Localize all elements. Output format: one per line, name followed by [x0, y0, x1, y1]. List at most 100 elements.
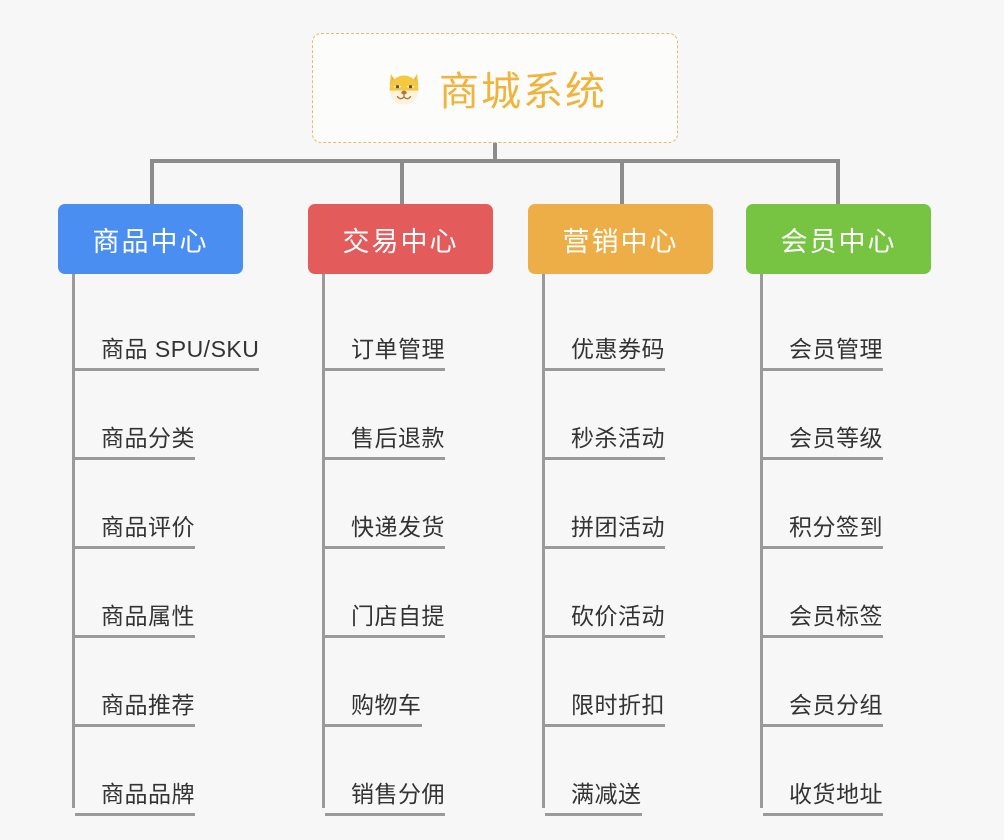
leaf-label: 积分签到: [789, 514, 883, 540]
leaf-label: 门店自提: [351, 603, 445, 629]
branch-column-product-center: 商品中心 商品 SPU/SKU 商品分类 商品评价: [58, 204, 298, 816]
category-label: 营销中心: [562, 226, 679, 257]
leaf-label: 售后退款: [351, 425, 445, 451]
leaf-item[interactable]: 砍价活动: [528, 549, 758, 638]
leaf-underline: [545, 368, 665, 371]
leaf-list-marketing-center: 优惠券码 秒杀活动 拼团活动 砍价活动: [528, 274, 758, 816]
leaf-label: 拼团活动: [571, 514, 665, 540]
leaf-label: 会员标签: [789, 603, 883, 629]
category-header-product-center[interactable]: 商品中心: [58, 204, 243, 274]
leaf-label: 商品品牌: [101, 781, 195, 807]
leaf-item[interactable]: 限时折扣: [528, 638, 758, 727]
leaf-underline: [325, 724, 422, 727]
leaf-underline: [763, 368, 883, 371]
leaf-label: 收货地址: [789, 781, 883, 807]
leaf-label: 会员分组: [789, 692, 883, 718]
leaf-item[interactable]: 会员管理: [746, 282, 976, 371]
category-label: 商品中心: [92, 226, 209, 257]
leaf-list-member-center: 会员管理 会员等级 积分签到 会员标签: [746, 274, 976, 816]
leaf-underline: [763, 813, 883, 816]
leaf-underline: [75, 457, 195, 460]
root-stem-connector: [493, 143, 497, 163]
leaf-item[interactable]: 门店自提: [308, 549, 538, 638]
leaf-item[interactable]: 购物车: [308, 638, 538, 727]
rail-line: [760, 274, 763, 808]
leaf-underline: [325, 368, 445, 371]
leaf-item[interactable]: 积分签到: [746, 460, 976, 549]
leaf-list-trade-center: 订单管理 售后退款 快递发货 门店自提: [308, 274, 538, 816]
category-label: 交易中心: [342, 226, 459, 257]
leaf-item[interactable]: 商品属性: [58, 549, 298, 638]
leaf-item[interactable]: 商品分类: [58, 371, 298, 460]
leaf-item[interactable]: 商品推荐: [58, 638, 298, 727]
shiba-inu-icon: [383, 67, 425, 109]
leaf-underline: [545, 813, 642, 816]
drop-connector-1: [150, 159, 154, 205]
category-header-member-center[interactable]: 会员中心: [746, 204, 931, 274]
branch-column-member-center: 会员中心 会员管理 会员等级 积分签到: [746, 204, 976, 816]
leaf-underline: [763, 724, 883, 727]
leaf-label: 优惠券码: [571, 336, 665, 362]
leaf-label: 商品属性: [101, 603, 195, 629]
rail-line: [72, 274, 75, 808]
branch-column-marketing-center: 营销中心 优惠券码 秒杀活动 拼团活动: [528, 204, 758, 816]
branch-column-trade-center: 交易中心 订单管理 售后退款 快递发货: [308, 204, 538, 816]
drop-connector-2: [400, 159, 404, 205]
leaf-label: 商品评价: [101, 514, 195, 540]
leaf-label: 会员等级: [789, 425, 883, 451]
leaf-label: 商品推荐: [101, 692, 195, 718]
leaf-label: 销售分佣: [351, 781, 445, 807]
leaf-label: 秒杀活动: [571, 425, 665, 451]
leaf-underline: [763, 457, 883, 460]
leaf-underline: [75, 368, 260, 371]
leaf-item[interactable]: 商品评价: [58, 460, 298, 549]
leaf-item[interactable]: 满减送: [528, 727, 758, 816]
leaf-label: 砍价活动: [571, 603, 665, 629]
leaf-label: 快递发货: [351, 514, 445, 540]
category-header-marketing-center[interactable]: 营销中心: [528, 204, 713, 274]
leaf-item[interactable]: 秒杀活动: [528, 371, 758, 460]
leaf-underline: [325, 457, 445, 460]
leaf-list-product-center: 商品 SPU/SKU 商品分类 商品评价 商品属性: [58, 274, 298, 816]
leaf-label: 商品 SPU/SKU: [101, 336, 260, 362]
leaf-underline: [763, 546, 883, 549]
leaf-item[interactable]: 拼团活动: [528, 460, 758, 549]
leaf-underline: [545, 546, 665, 549]
leaf-item[interactable]: 售后退款: [308, 371, 538, 460]
leaf-underline: [545, 724, 665, 727]
leaf-underline: [75, 635, 195, 638]
leaf-item[interactable]: 优惠券码: [528, 282, 758, 371]
leaf-label: 满减送: [571, 781, 642, 807]
leaf-label: 限时折扣: [571, 692, 665, 718]
rail-line: [542, 274, 545, 808]
leaf-label: 购物车: [351, 692, 422, 718]
drop-connector-4: [836, 159, 840, 205]
leaf-underline: [75, 813, 195, 816]
leaf-underline: [75, 724, 195, 727]
leaf-underline: [75, 546, 195, 549]
leaf-item[interactable]: 会员分组: [746, 638, 976, 727]
leaf-underline: [325, 635, 445, 638]
category-header-trade-center[interactable]: 交易中心: [308, 204, 493, 274]
leaf-label: 会员管理: [789, 336, 883, 362]
leaf-label: 订单管理: [351, 336, 445, 362]
bus-connector: [150, 159, 840, 163]
leaf-underline: [325, 546, 445, 549]
leaf-label: 商品分类: [101, 425, 195, 451]
leaf-item[interactable]: 商品品牌: [58, 727, 298, 816]
leaf-item[interactable]: 订单管理: [308, 282, 538, 371]
root-node[interactable]: 商城系统: [312, 33, 678, 143]
leaf-underline: [325, 813, 445, 816]
leaf-item[interactable]: 会员标签: [746, 549, 976, 638]
leaf-item[interactable]: 商品 SPU/SKU: [58, 282, 298, 371]
leaf-item[interactable]: 快递发货: [308, 460, 538, 549]
drop-connector-3: [620, 159, 624, 205]
leaf-item[interactable]: 收货地址: [746, 727, 976, 816]
category-label: 会员中心: [780, 226, 897, 257]
leaf-underline: [545, 635, 665, 638]
leaf-item[interactable]: 会员等级: [746, 371, 976, 460]
rail-line: [322, 274, 325, 808]
leaf-underline: [763, 635, 883, 638]
leaf-item[interactable]: 销售分佣: [308, 727, 538, 816]
